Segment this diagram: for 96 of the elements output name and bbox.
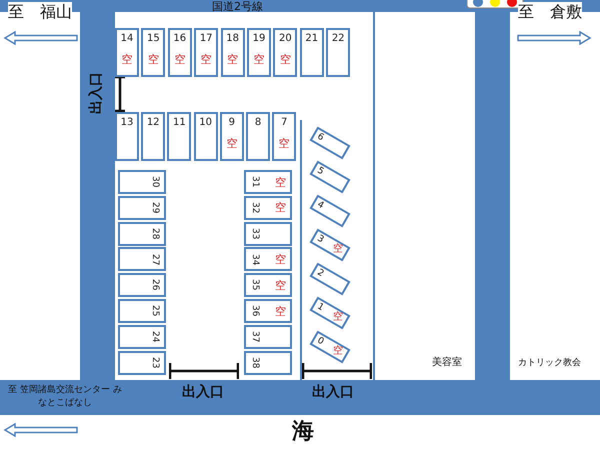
space-number: 38: [250, 356, 260, 368]
parking-space: [220, 28, 245, 77]
map-label: 海: [292, 418, 314, 446]
space-number: 21: [305, 33, 318, 44]
parking-space: [244, 324, 292, 349]
parking-space: [247, 28, 271, 77]
space-number: 25: [150, 305, 160, 317]
space-number: 17: [200, 33, 213, 44]
map-label: 至 笠岡諸島交流センター みなとこばなし: [7, 384, 123, 410]
space-number: 7: [281, 117, 288, 128]
vacancy-mark: 空: [332, 244, 343, 256]
parking-space: [273, 28, 298, 77]
space-number: 24: [150, 331, 160, 343]
vacancy-mark: 空: [275, 200, 286, 216]
space-number: 8: [254, 117, 262, 128]
vacancy-mark: 空: [254, 52, 264, 67]
space-number: 37: [250, 331, 260, 343]
space-number: 33: [250, 228, 260, 240]
space-number: 26: [150, 279, 160, 291]
map-label: 出入口: [312, 383, 354, 401]
space-number: 31: [250, 176, 260, 188]
vacancy-mark: 空: [200, 52, 212, 67]
parking-space: [244, 170, 292, 194]
vacancy-mark: 空: [174, 52, 186, 67]
parking-space: [141, 112, 166, 161]
parking-space: [272, 112, 296, 161]
space-number: 28: [150, 228, 160, 240]
space-number: 34: [250, 254, 260, 266]
space-number: 4: [314, 198, 326, 212]
vacancy-mark: 空: [226, 136, 238, 151]
parking-space: [118, 324, 166, 349]
space-number: 30: [150, 176, 160, 188]
space-number: 15: [147, 33, 160, 44]
parking-space: [194, 112, 218, 161]
parking-space: [118, 299, 166, 323]
parking-space: [220, 112, 244, 161]
space-number: 5: [314, 164, 326, 178]
parking-space: [326, 28, 350, 77]
parking-space: [244, 273, 292, 298]
space-number: 13: [120, 117, 134, 128]
parking-space: [115, 112, 139, 161]
vacancy-mark: 空: [278, 136, 290, 151]
parking-space: [118, 350, 166, 375]
map-label: 国道2号線: [212, 0, 263, 14]
space-number: 22: [332, 33, 345, 44]
parking-space: [246, 112, 270, 161]
space-number: 1: [314, 300, 326, 314]
space-number: 11: [173, 117, 186, 128]
parking-space: [244, 247, 292, 272]
map-label: 美容室: [432, 356, 462, 369]
parking-space: [118, 273, 166, 298]
space-number: 35: [250, 279, 260, 291]
vacancy-mark: 空: [148, 52, 159, 67]
vacancy-mark: 空: [275, 304, 286, 318]
space-number: 23: [150, 356, 160, 368]
space-number: 27: [150, 254, 160, 266]
space-number: 16: [173, 33, 186, 44]
space-number: 20: [279, 33, 292, 44]
parking-space: [141, 28, 166, 77]
parking-space: [194, 28, 218, 77]
map-label: カトリック教会: [518, 356, 581, 369]
space-number: 12: [146, 117, 160, 128]
space-number: 2: [314, 266, 326, 280]
space-number: 29: [150, 202, 160, 214]
parking-space: [168, 28, 192, 77]
parking-space: [118, 196, 166, 220]
space-number: 36: [250, 305, 260, 317]
parking-space: [244, 350, 292, 375]
vacancy-mark: 空: [275, 278, 286, 293]
space-number: 0: [314, 334, 326, 348]
vacancy-mark: 空: [275, 174, 286, 190]
parking-space: [118, 170, 166, 194]
vacancy-mark: 空: [332, 312, 343, 324]
space-number: 6: [314, 130, 326, 144]
parking-space: [118, 222, 166, 246]
space-number: 18: [226, 33, 239, 44]
space-number: 3: [314, 232, 326, 246]
map-label: 出入口: [88, 72, 104, 114]
vacancy-mark: 空: [227, 52, 238, 67]
space-number: 14: [120, 33, 134, 44]
vacancy-mark: 空: [280, 52, 291, 67]
parking-space: [115, 28, 139, 77]
space-number: 9: [228, 117, 235, 128]
space-number: 19: [252, 33, 266, 44]
parking-space: [244, 222, 292, 246]
parking-space: [244, 299, 292, 323]
space-number: 32: [250, 202, 260, 214]
space-number: 10: [199, 117, 212, 128]
vacancy-mark: 空: [332, 346, 343, 358]
parking-space: [244, 196, 292, 220]
map-label: 出入口: [182, 383, 224, 401]
parking-space: [300, 28, 324, 77]
vacancy-mark: 空: [122, 52, 132, 67]
vacancy-mark: 空: [275, 252, 286, 267]
parking-space: [118, 247, 166, 272]
parking-space: [167, 112, 192, 161]
